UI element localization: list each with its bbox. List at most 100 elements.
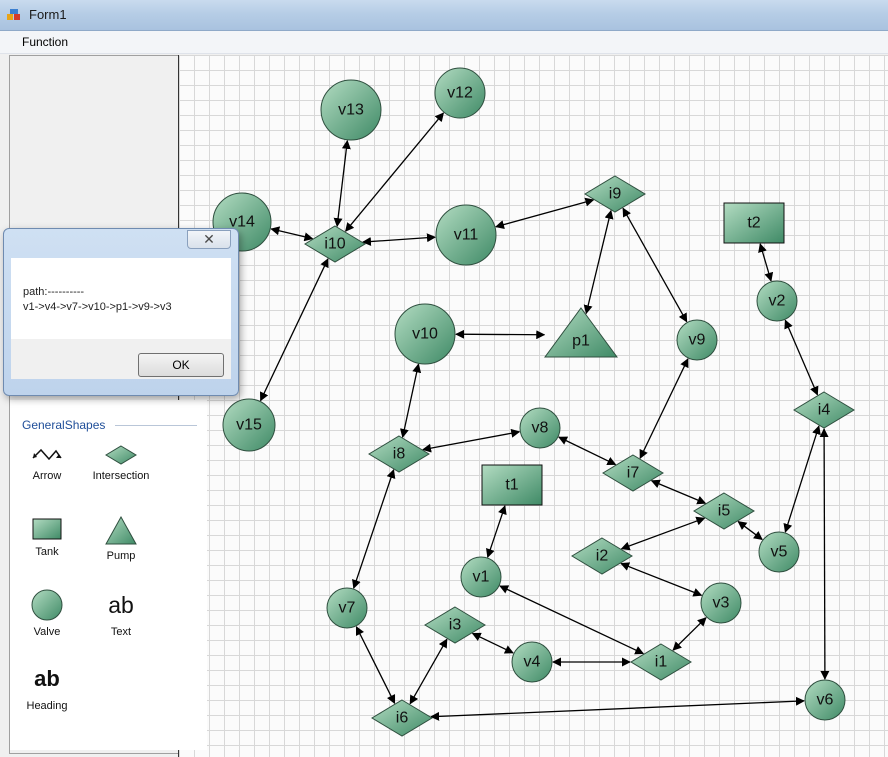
- connection-i7-i5[interactable]: [650, 479, 707, 505]
- node-label: v14: [229, 214, 255, 231]
- node-v9[interactable]: v9: [676, 319, 718, 361]
- intersection-shape: [793, 391, 855, 429]
- pump-shape: [544, 307, 618, 358]
- valve-shape: [434, 67, 486, 119]
- tool-label-heading: Heading: [26, 700, 68, 712]
- node-label: i6: [396, 710, 409, 727]
- connection-v11-i9[interactable]: [495, 197, 595, 229]
- menu-item-function[interactable]: Function: [22, 35, 69, 49]
- connection-i2-v3[interactable]: [620, 562, 703, 597]
- circle-icon: [31, 589, 63, 621]
- node-v6[interactable]: v6: [804, 679, 846, 721]
- connection-i10-v12[interactable]: [345, 112, 444, 232]
- tool-heading[interactable]: ab Heading: [7, 662, 87, 712]
- node-label: v12: [447, 85, 473, 102]
- intersection-shape: [584, 175, 646, 213]
- tool-label-arrow: Arrow: [32, 470, 62, 482]
- tool-label-text: Text: [110, 626, 132, 638]
- tool-text[interactable]: ab Text: [81, 588, 161, 638]
- tool-arrow[interactable]: Arrow: [7, 444, 87, 482]
- connection-i3-v4[interactable]: [471, 632, 514, 654]
- connection-v10-p1[interactable]: [455, 329, 546, 340]
- node-i8[interactable]: i8: [368, 435, 430, 473]
- valve-shape: [756, 280, 798, 322]
- heading-icon: ab: [34, 666, 60, 691]
- close-button[interactable]: ✕: [187, 230, 231, 249]
- connection-i5-v5[interactable]: [737, 521, 763, 540]
- node-v10[interactable]: v10: [394, 303, 456, 365]
- connection-t1-v1[interactable]: [486, 505, 507, 558]
- node-v2[interactable]: v2: [756, 280, 798, 322]
- tool-tank[interactable]: Tank: [7, 516, 87, 558]
- node-i7[interactable]: i7: [602, 454, 664, 492]
- node-label: i2: [596, 548, 609, 565]
- node-i2[interactable]: i2: [571, 537, 633, 575]
- node-label: v10: [412, 326, 438, 343]
- connection-i10-v11[interactable]: [362, 233, 436, 247]
- node-v4[interactable]: v4: [511, 641, 553, 683]
- node-label: v9: [689, 332, 706, 349]
- connection-i6-i3[interactable]: [409, 638, 448, 705]
- connection-v9-i7[interactable]: [639, 358, 689, 459]
- connection-v7-i6[interactable]: [355, 625, 396, 705]
- node-i6[interactable]: i6: [371, 699, 433, 737]
- connection-i9-p1[interactable]: [583, 209, 614, 315]
- node-i10[interactable]: i10: [304, 225, 366, 263]
- node-i3[interactable]: i3: [424, 606, 486, 644]
- valve-shape: [222, 398, 276, 452]
- connection-v14-i10[interactable]: [270, 226, 314, 242]
- connection-v2-i4[interactable]: [784, 319, 819, 396]
- toolbox-divider: [115, 425, 197, 426]
- node-label: i8: [393, 446, 406, 463]
- node-label: i7: [627, 465, 640, 482]
- intersection-shape: [571, 537, 633, 575]
- toolbox-panel: GeneralShapes Arrow Intersection Tank Pu…: [10, 400, 207, 750]
- tank-shape: [723, 202, 785, 244]
- node-i1[interactable]: i1: [630, 643, 692, 681]
- connection-i4-v5[interactable]: [783, 425, 821, 533]
- connection-i10-v13[interactable]: [333, 139, 351, 228]
- connection-i5-i2[interactable]: [620, 516, 706, 551]
- connection-v10-i8[interactable]: [399, 363, 422, 438]
- node-label: v15: [236, 417, 262, 434]
- connection-t2-v2[interactable]: [758, 243, 774, 282]
- node-t1[interactable]: t1: [481, 464, 543, 506]
- dialog-message-line: v1->v4->v7->v10->p1->v9->v3: [23, 301, 172, 313]
- node-v3[interactable]: v3: [700, 582, 742, 624]
- connection-i6-v6[interactable]: [430, 696, 805, 721]
- node-i9[interactable]: i9: [584, 175, 646, 213]
- node-v11[interactable]: v11: [435, 204, 497, 266]
- node-label: t1: [505, 477, 518, 494]
- intersection-shape: [424, 606, 486, 644]
- node-i5[interactable]: i5: [693, 492, 755, 530]
- node-v1[interactable]: v1: [460, 556, 502, 598]
- node-i4[interactable]: i4: [793, 391, 855, 429]
- intersection-shape: [371, 699, 433, 737]
- node-label: i10: [324, 236, 345, 253]
- node-v12[interactable]: v12: [434, 67, 486, 119]
- node-v5[interactable]: v5: [758, 531, 800, 573]
- node-t2[interactable]: t2: [723, 202, 785, 244]
- dialog-message-line: path:----------: [23, 286, 85, 298]
- tool-valve[interactable]: Valve: [7, 588, 87, 638]
- node-v7[interactable]: v7: [326, 587, 368, 629]
- node-p1[interactable]: p1: [544, 307, 618, 358]
- tool-intersection[interactable]: Intersection: [81, 444, 161, 482]
- node-v13[interactable]: v13: [320, 79, 382, 141]
- connection-v3-i1[interactable]: [672, 617, 707, 651]
- connection-v1-i1[interactable]: [499, 585, 645, 655]
- tool-pump[interactable]: Pump: [81, 516, 161, 562]
- node-label: v8: [532, 420, 549, 437]
- node-label: i9: [609, 186, 622, 203]
- connection-i4-v6[interactable]: [819, 428, 830, 680]
- node-v8[interactable]: v8: [519, 407, 561, 449]
- connection-i8-v7[interactable]: [352, 469, 396, 589]
- ok-button[interactable]: OK: [138, 353, 224, 377]
- connection-i10-v15[interactable]: [259, 258, 329, 402]
- node-v15[interactable]: v15: [222, 398, 276, 452]
- connection-v8-i7[interactable]: [558, 436, 617, 466]
- connection-i9-v9[interactable]: [622, 207, 688, 323]
- node-label: v4: [524, 654, 541, 671]
- connection-i8-v8[interactable]: [422, 428, 521, 453]
- app-icon: [7, 9, 20, 20]
